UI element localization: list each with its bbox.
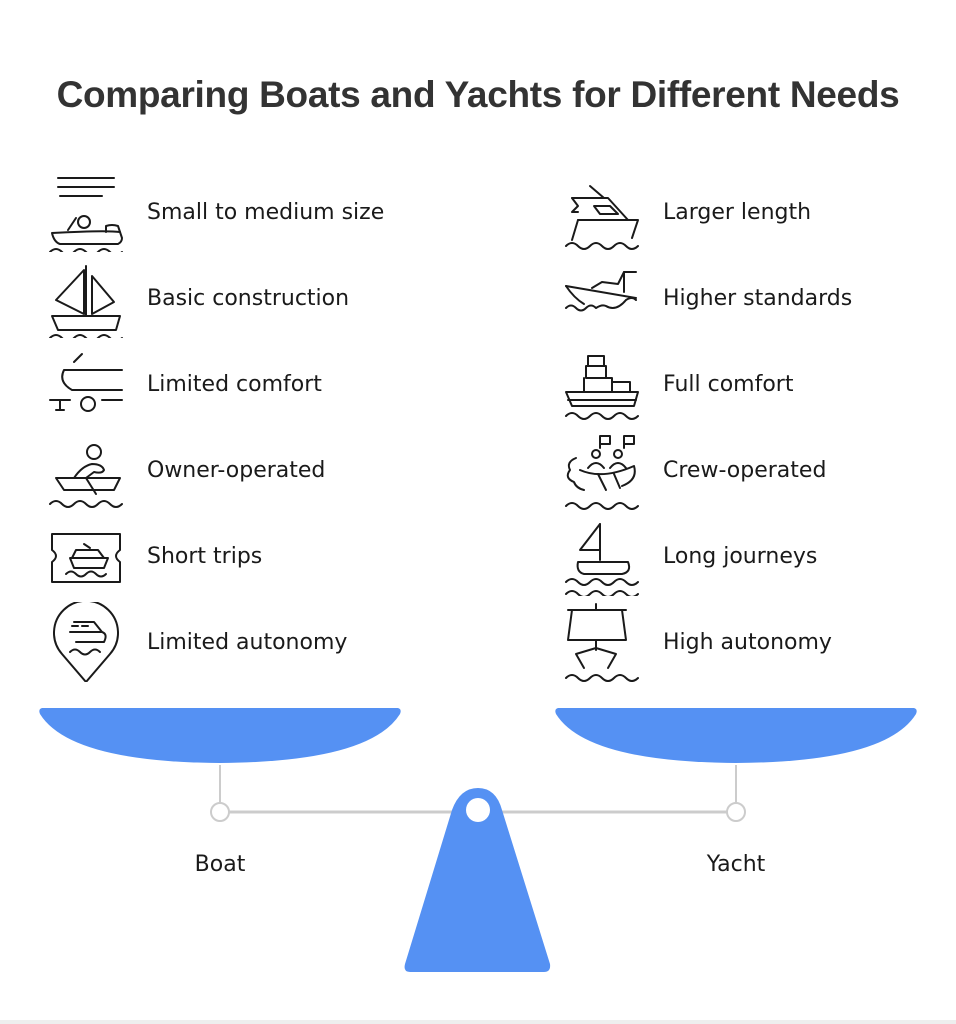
boat-feature-label: Basic construction [147, 286, 350, 311]
boat-location-pin-icon [53, 602, 119, 682]
yacht-feature-item: Crew-operated [562, 430, 956, 516]
right-beam-joint [726, 802, 746, 822]
motorboat-icon [49, 177, 123, 252]
yacht-feature-label: Crew-operated [663, 458, 827, 483]
sailboat-icon [49, 265, 123, 338]
yacht-feature-item: Higher standards [562, 258, 956, 344]
yacht-feature-label: Larger length [663, 200, 812, 225]
boat-feature-item: Small to medium size [46, 172, 466, 258]
scale-fulcrum [404, 788, 551, 972]
boat-feature-item: Short trips [46, 516, 466, 602]
yacht-feature-label: Long journeys [663, 544, 818, 569]
bottom-divider [0, 1020, 956, 1024]
yacht-feature-item: Larger length [562, 172, 956, 258]
crew-boat-icon [565, 435, 639, 510]
yacht-feature-label: Higher standards [663, 286, 853, 311]
boat-feature-item: Limited comfort [46, 344, 466, 430]
boat-feature-item: Owner-operated [46, 430, 466, 516]
yacht-feature-label: Full comfort [663, 372, 794, 397]
yacht-feature-item: High autonomy [562, 602, 956, 688]
page-title: Comparing Boats and Yachts for Different… [56, 74, 900, 115]
speed-yacht-icon [565, 271, 637, 312]
boat-feature-item: Basic construction [46, 258, 466, 344]
boat-feature-label: Limited comfort [147, 372, 322, 397]
boat-scale-label: Boat [194, 852, 246, 877]
cruise-ship-icon [565, 355, 639, 420]
yacht-scale-pan [555, 708, 917, 763]
boat-feature-label: Small to medium size [147, 200, 385, 225]
left-beam-joint [210, 802, 230, 822]
fulcrum-pivot [466, 798, 490, 822]
boat-scale-pan [39, 708, 401, 763]
yacht-feature-label: High autonomy [663, 630, 832, 655]
yacht-icon [565, 185, 639, 250]
boat-ticket-icon [51, 533, 121, 583]
yacht-feature-item: Long journeys [562, 516, 956, 602]
boat-trailer-icon [49, 353, 123, 412]
yacht-scale-label: Yacht [706, 852, 766, 877]
boat-feature-item: Limited autonomy [46, 602, 466, 688]
boat-feature-label: Owner-operated [147, 458, 326, 483]
ship-sail-icon [565, 603, 639, 682]
boat-feature-label: Short trips [147, 544, 263, 569]
boat-feature-label: Limited autonomy [147, 630, 348, 655]
yacht-feature-item: Full comfort [562, 344, 956, 430]
sailboat-waves-icon [565, 523, 639, 596]
rowing-person-icon [49, 444, 123, 508]
